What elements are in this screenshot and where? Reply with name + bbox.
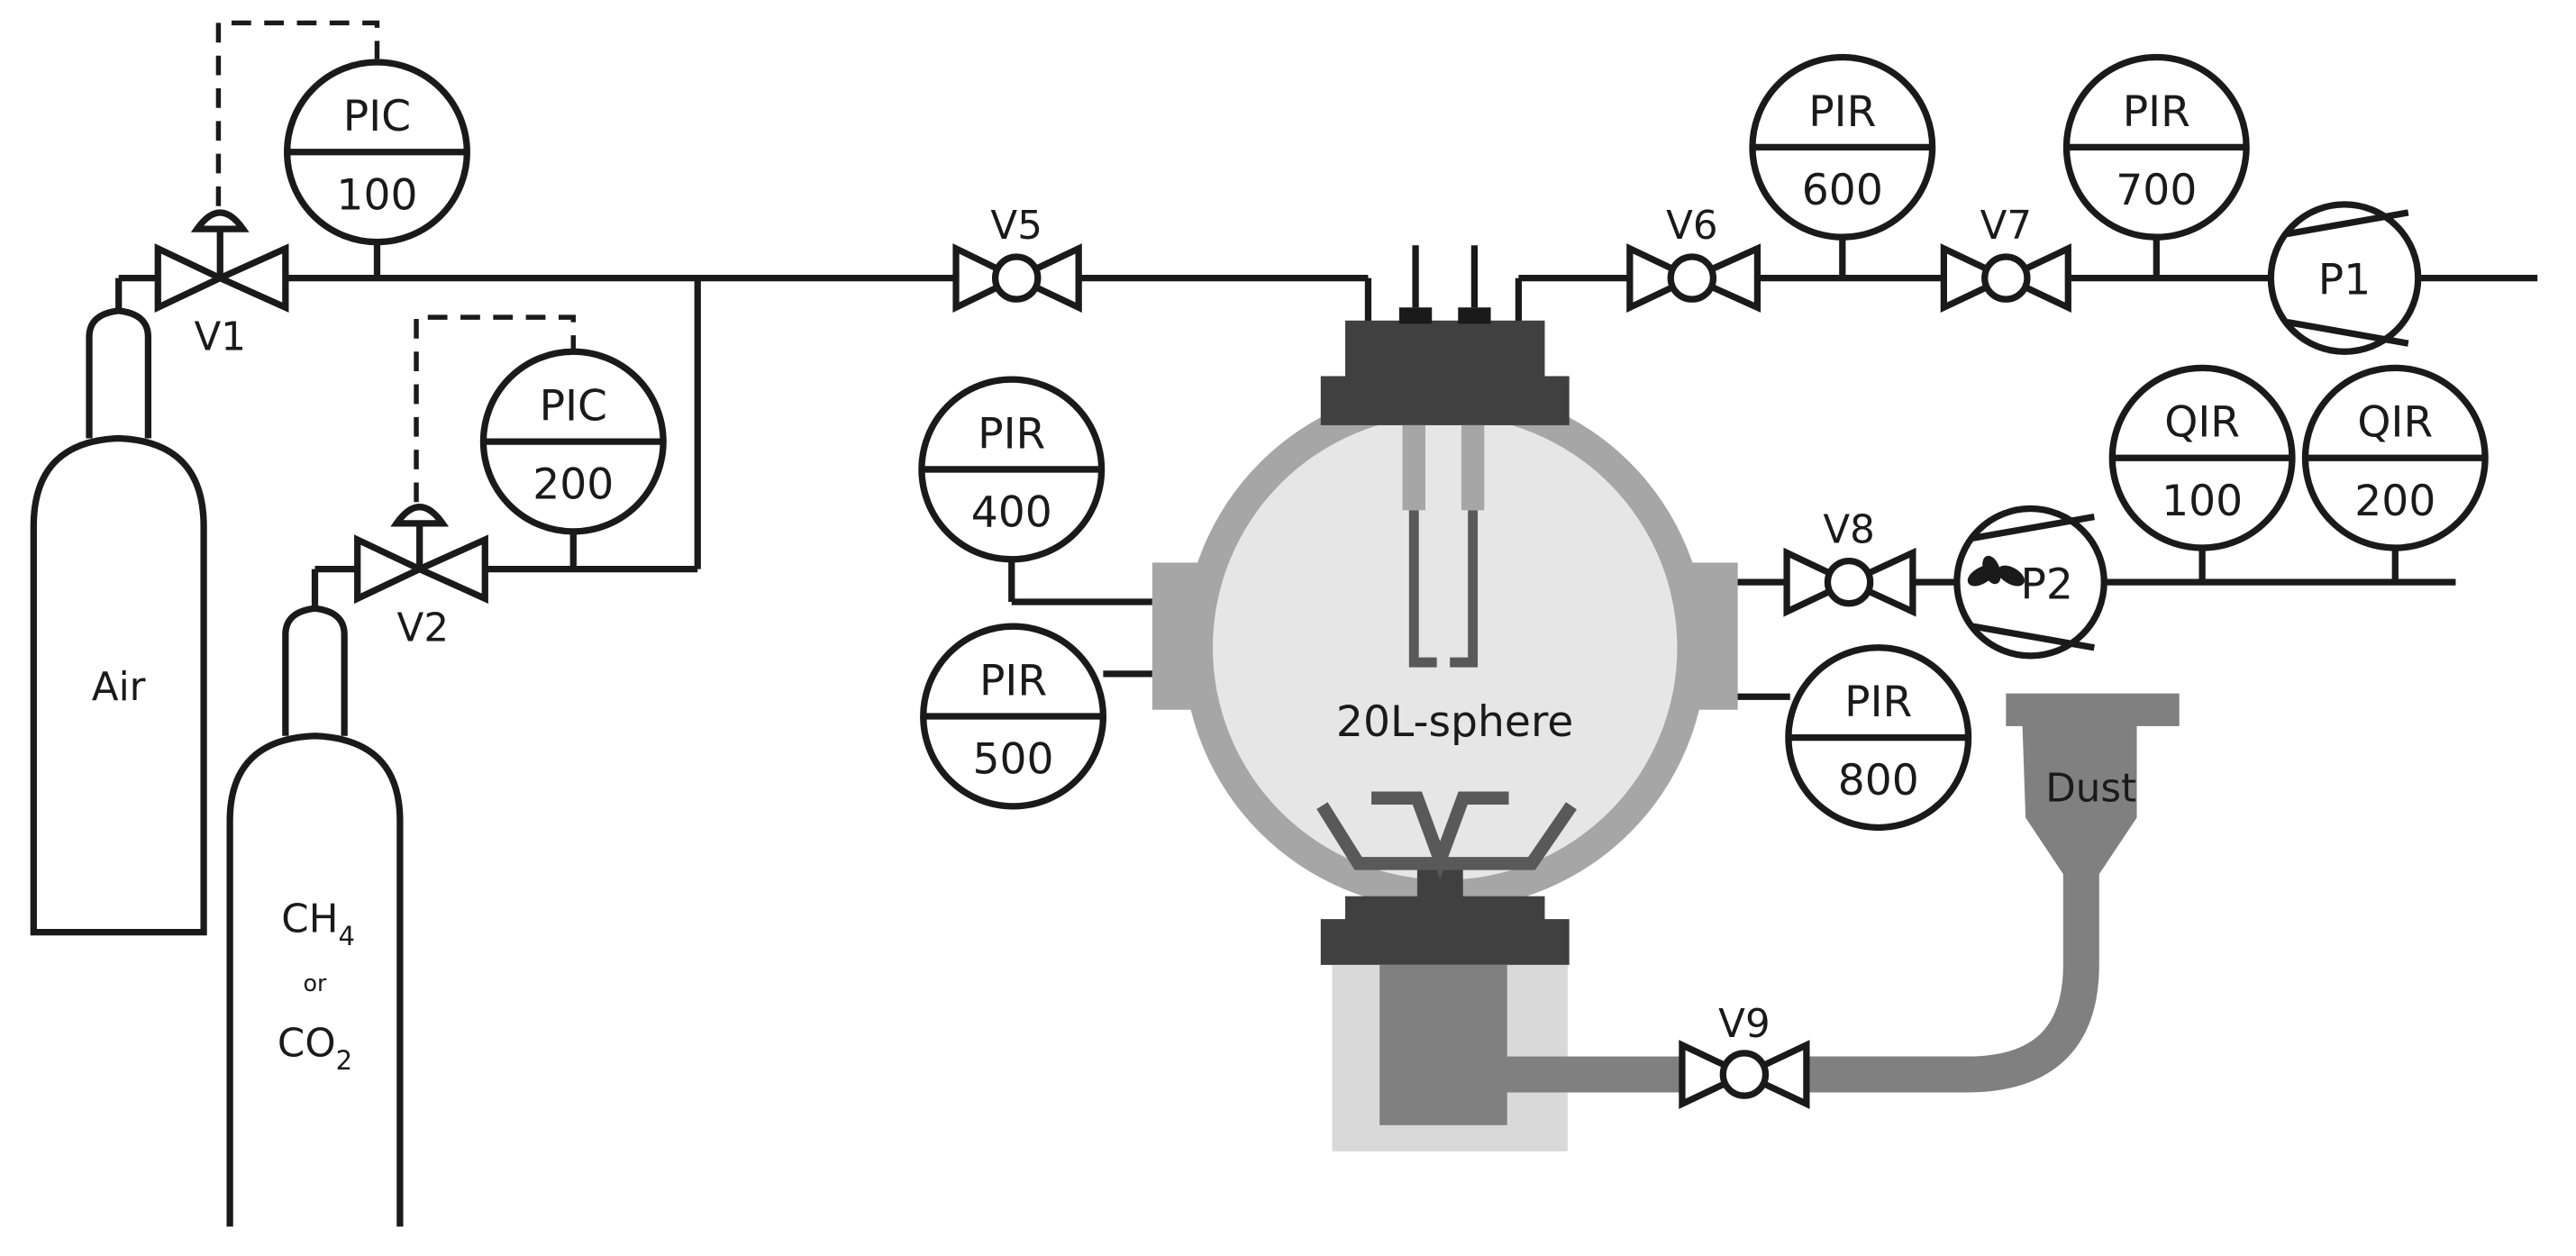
air-label: Air bbox=[92, 665, 146, 710]
svg-text:700: 700 bbox=[2116, 166, 2197, 215]
svg-text:100: 100 bbox=[336, 170, 417, 220]
pump-p1[interactable]: P1 bbox=[2267, 201, 2422, 355]
instrument-pir-800: PIR 800 bbox=[1785, 644, 1972, 832]
valve-v2[interactable]: V2 bbox=[354, 504, 488, 651]
instrument-pir-700: PIR 700 bbox=[2062, 53, 2250, 241]
piping-lines bbox=[115, 237, 2538, 700]
svg-text:QIR: QIR bbox=[2357, 398, 2433, 448]
svg-text:PIC: PIC bbox=[343, 92, 411, 141]
dust-label: Dust bbox=[2045, 766, 2136, 811]
instrument-qir-100: QIR 100 bbox=[2108, 364, 2296, 551]
pump-p2-label: P2 bbox=[2020, 560, 2072, 609]
svg-text:PIR: PIR bbox=[979, 656, 1047, 705]
co2-label: CO2 bbox=[278, 1022, 352, 1077]
svg-text:PIR: PIR bbox=[2123, 87, 2190, 137]
dispersion-nozzle bbox=[1316, 791, 1577, 879]
svg-text:100: 100 bbox=[2162, 477, 2243, 526]
dust-storage bbox=[1332, 964, 1688, 1151]
instrument-pic-100: PIC 100 bbox=[284, 59, 470, 246]
pump-p1-label: P1 bbox=[2318, 256, 2371, 305]
instrument-pic-200: PIC 200 bbox=[479, 348, 667, 535]
svg-text:PIR: PIR bbox=[1808, 87, 1876, 137]
instrument-pir-600: PIR 600 bbox=[1749, 53, 1936, 241]
valve-v2-label: V2 bbox=[397, 606, 450, 651]
fan-icon bbox=[1967, 555, 2025, 587]
valve-v8-label: V8 bbox=[1823, 508, 1874, 553]
svg-text:800: 800 bbox=[1838, 756, 1919, 805]
air-cylinder: Air bbox=[30, 307, 207, 936]
instrument-pir-400: PIR 400 bbox=[918, 376, 1106, 563]
valve-v9[interactable]: V9 bbox=[1679, 1002, 1810, 1109]
igniter-electrodes bbox=[1398, 245, 1491, 668]
valve-v6[interactable]: V6 bbox=[1626, 204, 1761, 313]
instrument-pir-500: PIR 500 bbox=[920, 623, 1107, 810]
svg-text:600: 600 bbox=[1802, 166, 1883, 215]
valve-v9-label: V9 bbox=[1718, 1002, 1770, 1047]
valve-v6-label: V6 bbox=[1666, 204, 1718, 249]
svg-text:200: 200 bbox=[532, 460, 614, 510]
ch4-label: CH4 bbox=[281, 897, 355, 952]
sphere-label: 20L-sphere bbox=[1336, 697, 1573, 747]
svg-text:QIR: QIR bbox=[2164, 398, 2240, 448]
svg-text:500: 500 bbox=[973, 735, 1054, 785]
svg-text:PIC: PIC bbox=[540, 381, 607, 431]
valve-v8[interactable]: V8 bbox=[1783, 508, 1916, 617]
instrument-qir-200: QIR 200 bbox=[2301, 364, 2489, 551]
or-label: or bbox=[304, 969, 328, 997]
pump-p2[interactable]: P2 bbox=[1953, 505, 2107, 660]
valve-v1[interactable]: V1 bbox=[154, 209, 289, 360]
svg-text:PIR: PIR bbox=[1844, 678, 1912, 727]
svg-text:400: 400 bbox=[971, 487, 1052, 537]
dust-line bbox=[1806, 693, 2180, 1093]
svg-text:PIR: PIR bbox=[978, 409, 1045, 459]
valve-v7-label: V7 bbox=[1980, 204, 2033, 249]
control-signal-lines bbox=[215, 20, 577, 503]
valve-v1-label: V1 bbox=[194, 314, 246, 360]
valve-v7[interactable]: V7 bbox=[1940, 204, 2071, 313]
valve-v5-label: V5 bbox=[990, 204, 1042, 249]
valve-v5[interactable]: V5 bbox=[952, 204, 1082, 314]
svg-text:200: 200 bbox=[2354, 477, 2435, 526]
sphere-vessel: 20L-sphere bbox=[1151, 245, 1738, 965]
gas-cylinder: CH4 or CO2 bbox=[226, 605, 404, 1227]
